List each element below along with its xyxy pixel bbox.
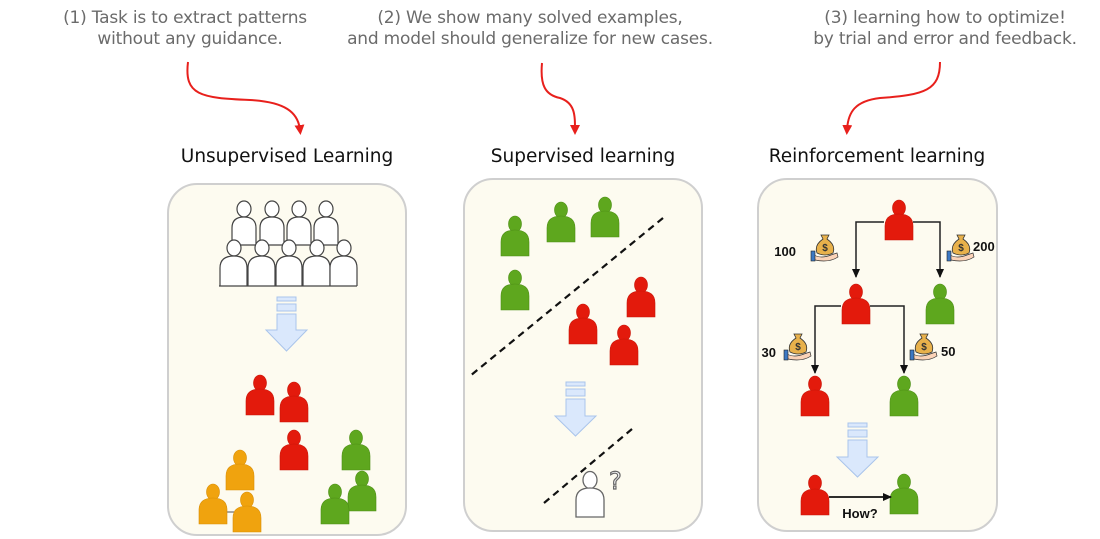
money-bag-icon: $: [783, 333, 812, 361]
person-orange-icon: [198, 483, 228, 525]
money-bag-icon: $: [810, 234, 839, 262]
panel-title-unsupervised: Unsupervised Learning: [180, 146, 394, 167]
person-green-icon: [889, 375, 919, 417]
person-green-icon: [320, 483, 350, 525]
person-red-icon: [626, 276, 656, 318]
down-arrow-icon: [553, 381, 598, 437]
annotation-reinforcement: (3) learning how to optimize! by trial a…: [780, 8, 1100, 50]
down-arrow-icon: [264, 296, 309, 352]
annotation-unsupervised: (1) Task is to extract patterns without …: [0, 8, 370, 50]
person-orange-icon: [232, 491, 262, 533]
person-green-icon: [341, 429, 371, 471]
person-green-icon: [546, 201, 576, 243]
svg-text:$: $: [822, 243, 828, 254]
annotation-line: and model should generalize for new case…: [347, 29, 713, 49]
person-red-icon: [279, 429, 309, 471]
reward-200: $ 200: [946, 234, 995, 262]
person-green-icon: [500, 215, 530, 257]
down-arrow-icon: [835, 422, 880, 478]
person-red-icon: [568, 303, 598, 345]
reward-value: 30: [762, 345, 776, 360]
unknown-person-icon: [575, 470, 605, 518]
reward-30: 30 $: [762, 333, 812, 361]
money-bag-icon: $: [909, 333, 938, 361]
question-mark-icon: ?: [609, 467, 622, 495]
how-label: How?: [842, 506, 877, 521]
annotation-line: (1) Task is to extract patterns: [63, 8, 307, 28]
person-red-icon: [609, 324, 639, 366]
crowd-back-row: [231, 200, 339, 246]
reward-value: 50: [941, 344, 955, 359]
annotation-line: (3) learning how to optimize!: [824, 8, 1066, 28]
reward-100: 100 $: [774, 234, 839, 262]
panel-title-supervised: Supervised learning: [490, 146, 676, 167]
red-class: [568, 276, 656, 366]
reward-50: $ 50: [909, 333, 955, 361]
panel-title-reinforcement: Reinforcement learning: [768, 146, 986, 167]
person-red-icon: [884, 199, 914, 241]
annotation-arrow-3: [842, 61, 941, 135]
person-red-icon: [841, 283, 871, 325]
money-bag-icon: $: [946, 234, 975, 262]
green-class: [500, 196, 620, 311]
orange-cluster: [198, 449, 262, 533]
svg-text:$: $: [958, 243, 964, 254]
decision-tree-edges: [811, 221, 944, 374]
annotation-arrow-2: [540, 62, 580, 135]
svg-text:$: $: [921, 342, 927, 353]
person-green-icon: [925, 283, 955, 325]
person-red-icon: [245, 374, 275, 416]
decision-boundary: [469, 217, 664, 377]
annotation-line: without any guidance.: [97, 29, 283, 49]
green-cluster: [320, 429, 377, 525]
crowd-front-row: [219, 239, 358, 287]
person-red-icon: [800, 375, 830, 417]
person-green-icon: [500, 269, 530, 311]
person-red-icon: [800, 474, 830, 516]
crowd-outline-icon: [219, 200, 358, 287]
reward-value: 100: [774, 244, 796, 259]
svg-text:$: $: [795, 342, 801, 353]
person-green-icon: [889, 473, 919, 515]
person-red-icon: [279, 381, 309, 423]
red-cluster: [245, 374, 309, 471]
person-green-icon: [347, 470, 377, 512]
annotation-line: (2) We show many solved examples,: [377, 8, 683, 28]
annotation-line: by trial and error and feedback.: [813, 29, 1077, 49]
reward-value: 200: [973, 239, 995, 254]
annotation-arrow-1: [186, 61, 305, 135]
annotation-supervised: (2) We show many solved examples, and mo…: [330, 8, 730, 50]
person-green-icon: [590, 196, 620, 238]
person-orange-icon: [225, 449, 255, 491]
